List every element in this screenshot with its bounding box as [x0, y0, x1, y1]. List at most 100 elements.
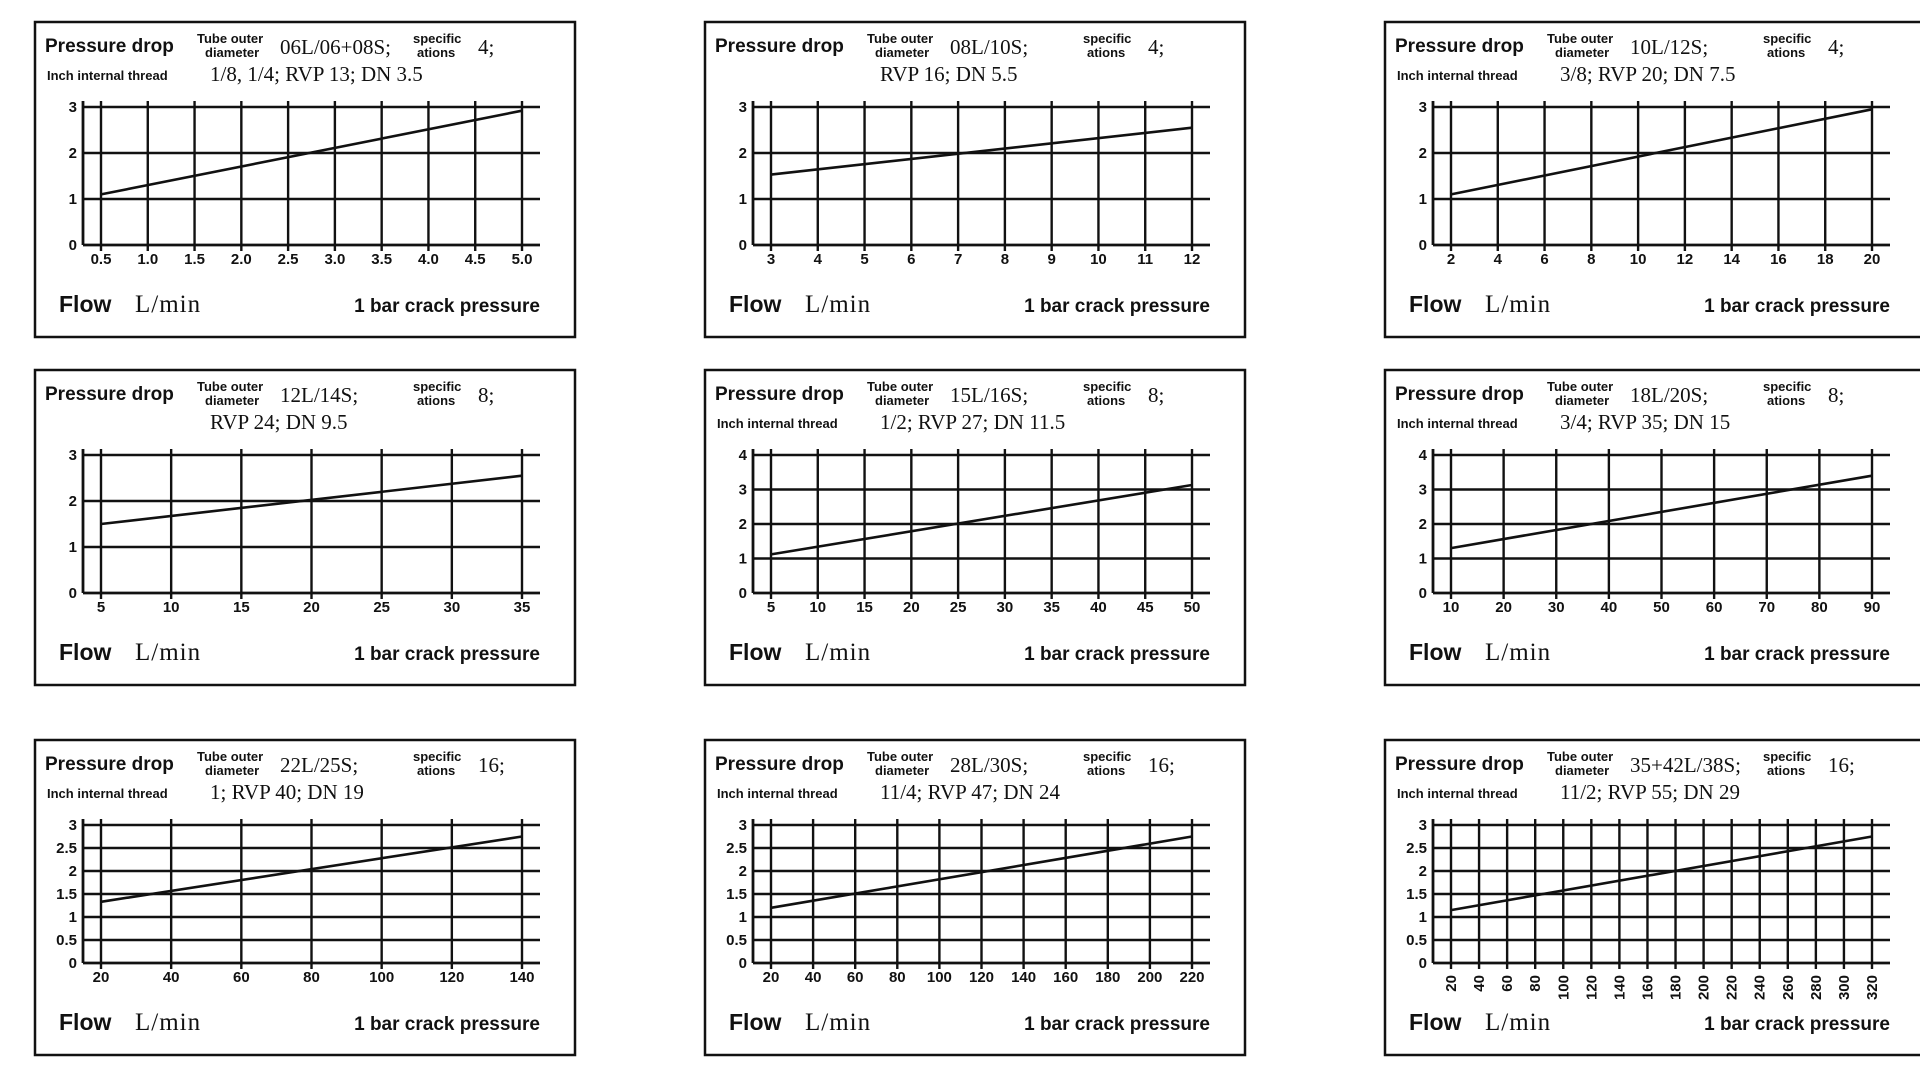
tube-size-value: 10L/12S; — [1630, 35, 1708, 59]
x-tick-label: 3.5 — [371, 251, 392, 268]
diameter-label: diameter — [1555, 45, 1609, 60]
y-tick-label: 3 — [739, 817, 747, 834]
specification-value: 4; — [1828, 35, 1844, 59]
pressure-drop-label: Pressure drop — [1395, 384, 1524, 405]
pressure-drop-series-line — [1450, 474, 1873, 550]
thread-rvp-dn-value: 1/8, 1/4; RVP 13; DN 3.5 — [210, 62, 423, 86]
x-tick-label: 240 — [1752, 975, 1769, 1000]
x-tick-label: 30 — [1548, 599, 1565, 616]
crack-pressure-label: 1 bar crack pressure — [1024, 644, 1210, 665]
flow-unit-label: L/min — [1485, 639, 1551, 666]
x-tick-label: 12 — [1677, 251, 1694, 268]
tube-outer-label: Tube outer — [867, 379, 933, 394]
tube-size-value: 08L/10S; — [950, 35, 1028, 59]
inch-thread-label: Inch internal thread — [1397, 786, 1518, 801]
x-tick-label: 45 — [1137, 599, 1154, 616]
flow-label: Flow — [59, 291, 111, 317]
tube-outer-label: Tube outer — [1547, 31, 1613, 46]
x-tick-label: 100 — [1555, 975, 1572, 1000]
x-tick-label: 30 — [443, 599, 460, 616]
panel-frame — [33, 368, 577, 687]
inch-thread-label: Inch internal thread — [717, 416, 838, 431]
crack-pressure-label: 1 bar crack pressure — [1704, 296, 1890, 317]
specification-value: 8; — [478, 383, 494, 407]
flow-label: Flow — [729, 1009, 781, 1035]
pressure-drop-series-line — [100, 835, 523, 904]
x-tick-label: 80 — [303, 969, 320, 986]
x-tick-label: 20 — [903, 599, 920, 616]
x-tick-label: 14 — [1723, 251, 1740, 268]
specific-label: specific — [1083, 749, 1131, 764]
x-tick-label: 10 — [1090, 251, 1107, 268]
flow-unit-label: L/min — [805, 639, 871, 666]
y-tick-label: 2 — [1419, 516, 1427, 533]
y-tick-label: 2 — [69, 145, 77, 162]
x-tick-label: 10 — [1443, 599, 1460, 616]
flow-label: Flow — [729, 291, 781, 317]
ations-label: ations — [1767, 45, 1805, 60]
x-tick-label: 4.0 — [418, 251, 439, 268]
x-tick-label: 260 — [1780, 975, 1797, 1000]
flow-label: Flow — [59, 639, 111, 665]
tube-outer-label: Tube outer — [197, 379, 263, 394]
y-tick-label: 0 — [1419, 585, 1427, 602]
rvp-dn-value: RVP 24; DN 9.5 — [210, 410, 348, 434]
x-tick-label: 200 — [1137, 969, 1162, 986]
y-tick-label: 1 — [739, 191, 747, 208]
tube-outer-label: Tube outer — [867, 31, 933, 46]
x-tick-label: 1.5 — [184, 251, 205, 268]
x-tick-label: 60 — [847, 969, 864, 986]
y-tick-label: 0 — [739, 955, 747, 972]
x-tick-label: 20 — [93, 969, 110, 986]
x-tick-label: 25 — [373, 599, 390, 616]
x-tick-label: 5.0 — [512, 251, 533, 268]
x-tick-label: 20 — [1864, 251, 1881, 268]
inch-thread-label: Inch internal thread — [717, 786, 838, 801]
x-tick-label: 100 — [927, 969, 952, 986]
flow-label: Flow — [1409, 291, 1461, 317]
specification-value: 16; — [1828, 753, 1855, 777]
panel-frame — [1383, 738, 1920, 1057]
diameter-label: diameter — [1555, 763, 1609, 778]
pressure-drop-series-line — [100, 109, 523, 196]
crack-pressure-label: 1 bar crack pressure — [1024, 1014, 1210, 1035]
flow-unit-label: L/min — [805, 1009, 871, 1036]
x-tick-label: 60 — [1706, 599, 1723, 616]
crack-pressure-label: 1 bar crack pressure — [1704, 1014, 1890, 1035]
x-tick-label: 180 — [1668, 975, 1685, 1000]
x-tick-label: 2.5 — [278, 251, 299, 268]
y-tick-label: 0.5 — [1406, 932, 1427, 949]
y-tick-label: 2 — [1419, 863, 1427, 880]
x-tick-label: 60 — [233, 969, 250, 986]
x-tick-label: 120 — [969, 969, 994, 986]
y-tick-label: 2 — [69, 863, 77, 880]
x-tick-label: 20 — [1495, 599, 1512, 616]
y-tick-label: 0 — [69, 585, 77, 602]
x-tick-label: 2 — [1447, 251, 1455, 268]
x-tick-label: 35 — [514, 599, 531, 616]
tube-outer-label: Tube outer — [197, 749, 263, 764]
x-tick-label: 320 — [1864, 975, 1881, 1000]
x-tick-label: 16 — [1770, 251, 1787, 268]
panel-frame — [1383, 20, 1920, 339]
flow-unit-label: L/min — [1485, 291, 1551, 318]
diameter-label: diameter — [1555, 393, 1609, 408]
pressure-drop-series-line — [770, 835, 1193, 910]
specification-value: 4; — [478, 35, 494, 59]
flow-label: Flow — [1409, 639, 1461, 665]
thread-rvp-dn-value: 11/2; RVP 55; DN 29 — [1560, 780, 1740, 804]
y-tick-label: 1 — [739, 909, 747, 926]
pressure-drop-label: Pressure drop — [715, 754, 844, 775]
diameter-label: diameter — [875, 763, 929, 778]
pressure-drop-series-line — [1450, 835, 1873, 912]
x-tick-label: 5 — [860, 251, 868, 268]
specific-label: specific — [1083, 31, 1131, 46]
flow-unit-label: L/min — [1485, 1009, 1551, 1036]
y-tick-label: 2 — [739, 516, 747, 533]
